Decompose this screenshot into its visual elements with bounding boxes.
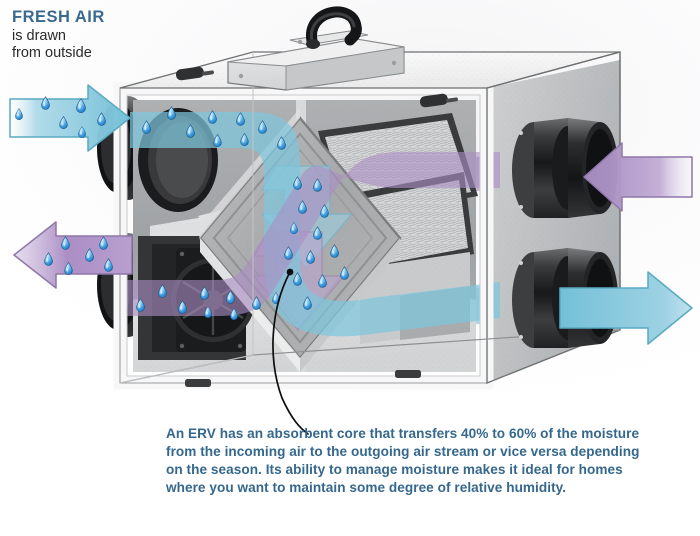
arrow-stale-air-in <box>583 142 693 212</box>
airflow-exhaust-ribbon <box>120 152 500 316</box>
page-title: FRESH AIR <box>12 8 105 26</box>
fresh-air-subtitle-line-1: is drawn <box>12 28 66 45</box>
arrow-supply-air-out <box>559 271 693 345</box>
cabinet-foot-left <box>185 379 211 387</box>
airflow-fresh-air-ribbon <box>130 112 500 337</box>
conduit-loop <box>306 6 362 49</box>
latch-top-left <box>175 66 214 81</box>
caption-leader-line <box>272 268 309 435</box>
cabinet-foot-right <box>395 370 421 378</box>
latch-top-right <box>419 93 458 108</box>
fresh-air-callout: FRESH AIR is drawn from outside <box>12 8 212 62</box>
erv-caption-text: An ERV has an absorbent core that transf… <box>166 426 640 496</box>
junction-box <box>227 30 405 91</box>
arrow-fresh-air-in <box>9 84 131 152</box>
fresh-air-subtitle-line-2: from outside <box>12 44 92 61</box>
